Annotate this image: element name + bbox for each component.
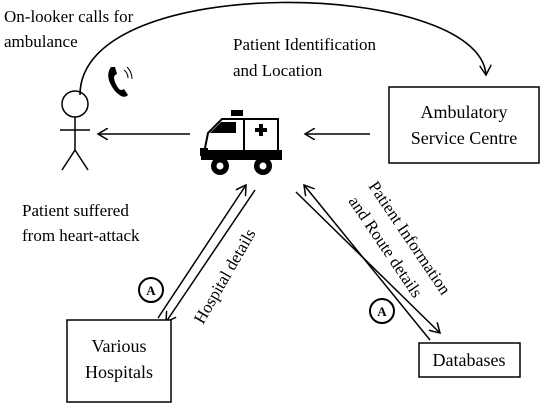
hospitals-label-2: Hospitals <box>85 362 153 382</box>
service-centre-box <box>388 86 540 164</box>
onlooker-label-2: ambulance <box>4 32 78 51</box>
arrow-hospital-to-ambulance <box>157 185 246 319</box>
onlooker-label-1: On-looker calls for <box>4 7 134 26</box>
badge-a-left: A <box>138 277 164 303</box>
heart-attack-label-1: Patient suffered <box>22 201 129 220</box>
databases-box <box>418 342 521 378</box>
arrow-ambulance-to-databases <box>295 191 440 333</box>
hospital-details-label: Hospital details <box>190 225 260 327</box>
badge-a-right-text: A <box>377 304 387 319</box>
heart-attack-label-2: from heart-attack <box>22 226 140 245</box>
patient-id-label-2: and Location <box>233 61 323 80</box>
patient-id-label-1: Patient Identification <box>233 35 377 54</box>
hospitals-box <box>66 319 172 403</box>
databases-label: Databases <box>433 350 506 370</box>
badge-a-right: A <box>369 298 395 324</box>
phone-icon <box>108 66 133 97</box>
ambulance-icon <box>200 110 282 175</box>
call-arc <box>79 1 486 96</box>
service-centre-label-2: Service Centre <box>411 128 517 148</box>
badge-a-left-text: A <box>146 283 156 298</box>
arrow-ambulance-to-hospital <box>166 189 256 322</box>
person-icon <box>60 90 90 171</box>
hospitals-label-1: Various <box>92 336 147 356</box>
service-centre-label-1: Ambulatory <box>421 102 508 122</box>
